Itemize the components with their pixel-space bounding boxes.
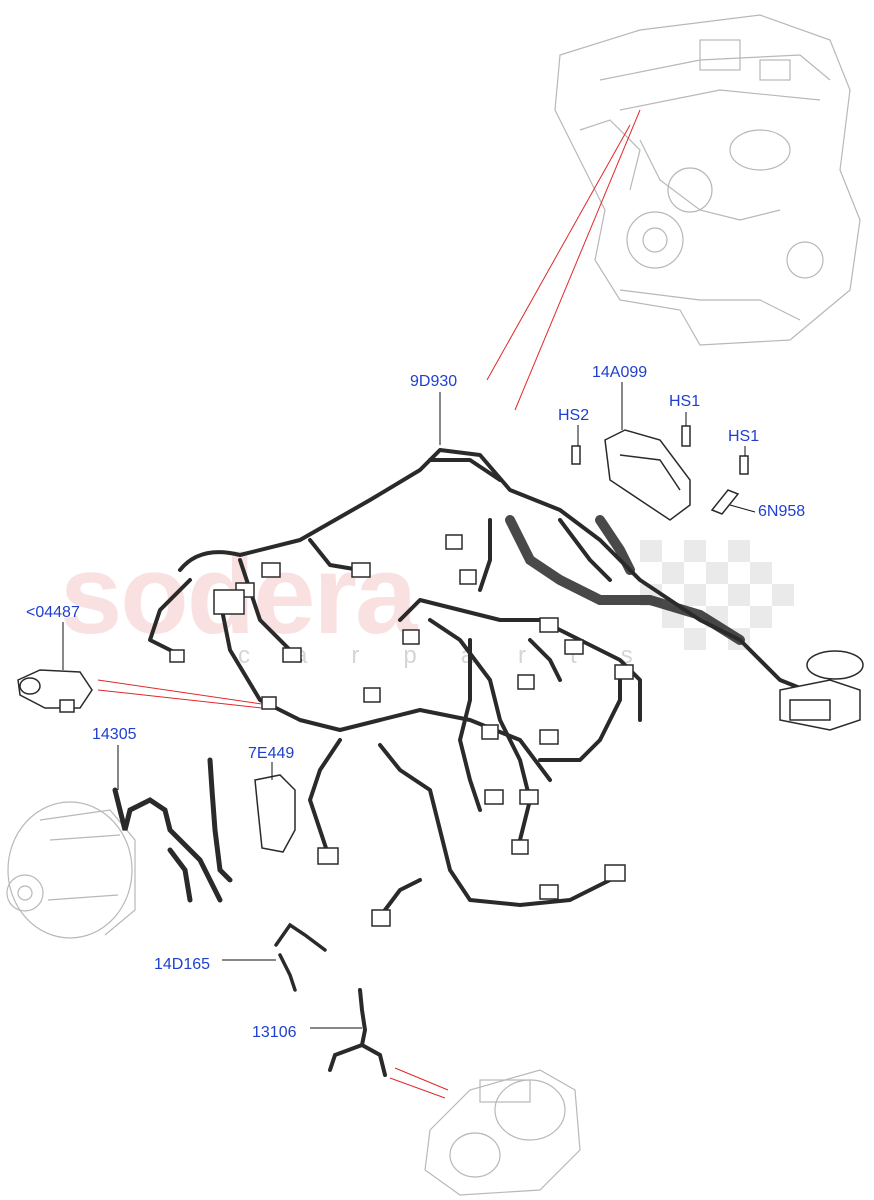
- connector: [261, 562, 281, 578]
- harness-conduit: [505, 515, 745, 645]
- hs1-stud-a: [681, 425, 691, 447]
- fasteners: [571, 425, 749, 515]
- hs2-stud: [571, 445, 581, 465]
- alternator-harness-14305: [112, 757, 233, 903]
- reference-lines: [97, 109, 641, 1099]
- engine-block-illustration: [554, 14, 861, 346]
- main-wiring-harness: [148, 448, 832, 912]
- hs1-stud-b: [739, 455, 749, 475]
- cable-14d165: [274, 922, 327, 992]
- 6n958-clip: [710, 489, 740, 515]
- callout-9d930[interactable]: 9D930: [410, 373, 458, 390]
- leader-lines: [62, 382, 756, 1029]
- bracket-7e449-part: [254, 774, 296, 853]
- callout-hs1-upper[interactable]: HS1: [669, 393, 701, 410]
- callout-04487[interactable]: <04487: [26, 604, 80, 621]
- harness-connectors: [169, 534, 634, 927]
- starter-cable-13106: [328, 988, 387, 1077]
- callout-7e449[interactable]: 7E449: [248, 745, 295, 762]
- callout-14d165[interactable]: 14D165: [154, 956, 211, 973]
- sensor-04487-part: [17, 669, 93, 713]
- callout-hs2[interactable]: HS2: [558, 407, 590, 424]
- main-harness-end-connector: [779, 650, 864, 731]
- starter-motor-illustration: [424, 1069, 581, 1196]
- callout-14a099[interactable]: 14A099: [592, 364, 648, 381]
- callout-13106[interactable]: 13106: [252, 1024, 297, 1041]
- callout-6n958[interactable]: 6N958: [758, 503, 806, 520]
- heat-shield-part: [604, 429, 691, 521]
- callout-14305[interactable]: 14305: [92, 726, 137, 743]
- alternator-illustration: [6, 801, 136, 939]
- callout-hs1-lower[interactable]: HS1: [728, 428, 760, 445]
